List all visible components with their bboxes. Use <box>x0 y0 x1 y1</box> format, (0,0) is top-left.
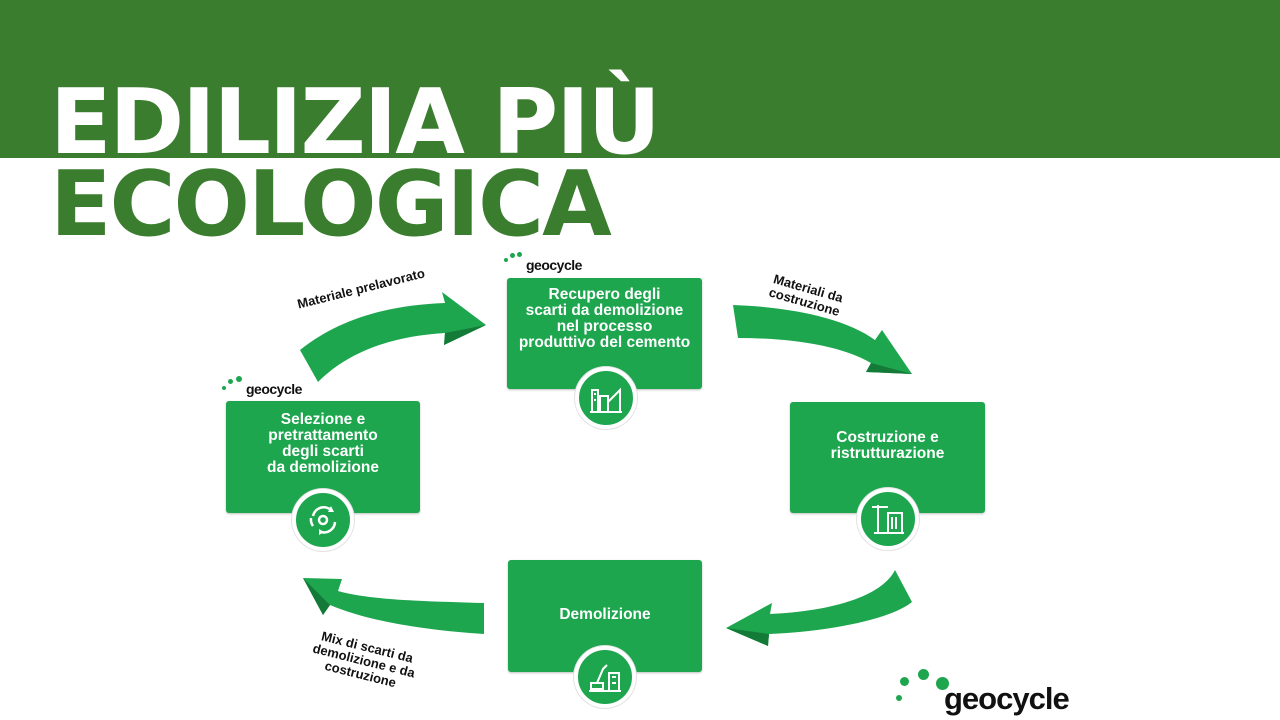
node-label: Recupero degli scarti da demolizione nel… <box>518 286 691 351</box>
geocycle-logo-text: geocycle <box>944 681 1070 716</box>
node-label: Costruzione e ristrutturazione <box>830 429 945 462</box>
cement-plant-icon <box>575 367 637 429</box>
arrow-selezione-to-recupero <box>300 292 486 382</box>
recycle-gear-icon <box>292 489 354 551</box>
excavator-demolition-icon <box>574 646 636 708</box>
arrow-demolizione-to-selezione <box>303 578 484 634</box>
node-recupero: Recupero degli scarti da demolizione nel… <box>507 278 702 389</box>
geocycle-logo: geocycle <box>892 665 1072 719</box>
header-band <box>0 0 1280 158</box>
crane-building-icon <box>857 488 919 550</box>
geocycle-logo-text: geocycle <box>526 257 582 273</box>
node-label: Demolizione <box>559 606 651 623</box>
node-label: Selezione e pretrattamento degli scarti … <box>267 411 379 476</box>
page-title-line2: ECOLOGICA <box>50 152 612 257</box>
geocycle-logo-text: geocycle <box>246 381 302 397</box>
arrow-recupero-to-costruzione <box>733 305 912 374</box>
page-title-line1: EDILIZIA PIÙ <box>50 70 661 175</box>
arrow-costruzione-to-demolizione <box>726 570 912 646</box>
